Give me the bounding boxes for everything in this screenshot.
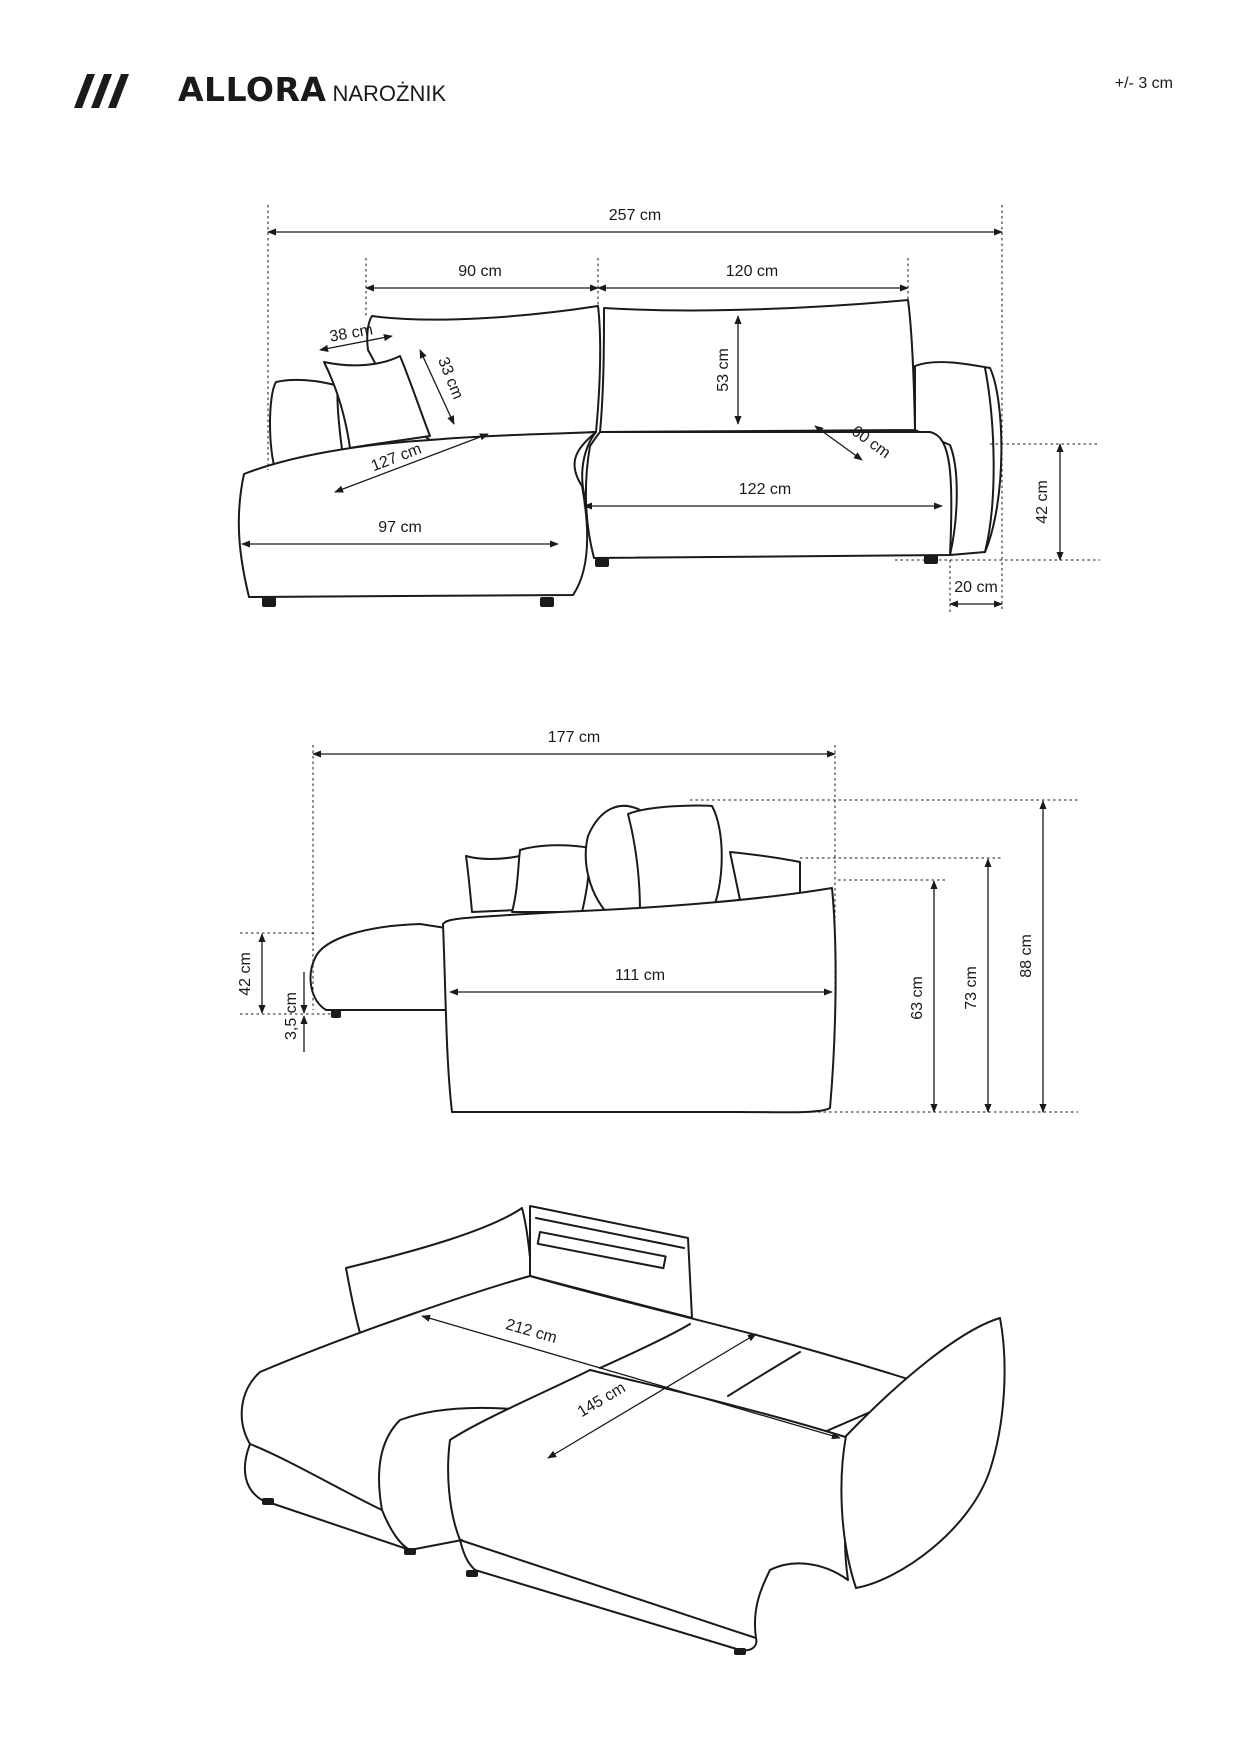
brand-logo-icon — [74, 74, 129, 108]
label-seat-height: 42 cm — [237, 952, 254, 996]
label-chaise-back-width: 90 cm — [458, 263, 502, 280]
label-seat-height: 42 cm — [1034, 480, 1051, 524]
label-total-height: 88 cm — [1018, 934, 1035, 978]
label-chaise-width: 97 cm — [378, 519, 422, 536]
dim-line-chaise-length — [334, 433, 489, 493]
label-cushion-width: 111 cm — [615, 967, 665, 984]
tolerance-note: +/- 3 cm — [1114, 75, 1173, 92]
label-armrest-height: 63 cm — [909, 976, 926, 1020]
label-seat-width: 122 cm — [739, 481, 791, 498]
bed-sofa-outline — [240, 1205, 1006, 1655]
dim-line-seat-depth — [814, 425, 863, 461]
dim-line-pillow-height — [419, 349, 455, 425]
label-back-cushion-height: 53 cm — [715, 348, 732, 392]
side-view: 177 cm 111 cm 42 cm 3,5 cm 63 cm 73 cm 8… — [237, 729, 1078, 1114]
dim-line-bed-width — [547, 1333, 757, 1459]
label-total-depth: 177 cm — [548, 729, 600, 746]
product-type: NAROŻNIK — [332, 81, 447, 106]
label-total-width: 257 cm — [609, 207, 661, 224]
front-sofa-outline — [237, 299, 1003, 607]
side-sofa-outline — [309, 804, 837, 1114]
label-armrest-width: 20 cm — [954, 579, 998, 596]
bed-view: 212 cm 145 cm — [240, 1205, 1006, 1655]
label-leg-height: 3,5 cm — [283, 992, 300, 1040]
front-view: 257 cm 90 cm 120 cm 38 cm 33 cm 53 cm 12… — [237, 205, 1100, 612]
dim-line-pillow-width — [319, 334, 393, 352]
label-sofa-back-width: 120 cm — [726, 263, 778, 280]
brand-name: ALLORA — [178, 70, 327, 109]
label-back-height: 73 cm — [963, 966, 980, 1010]
